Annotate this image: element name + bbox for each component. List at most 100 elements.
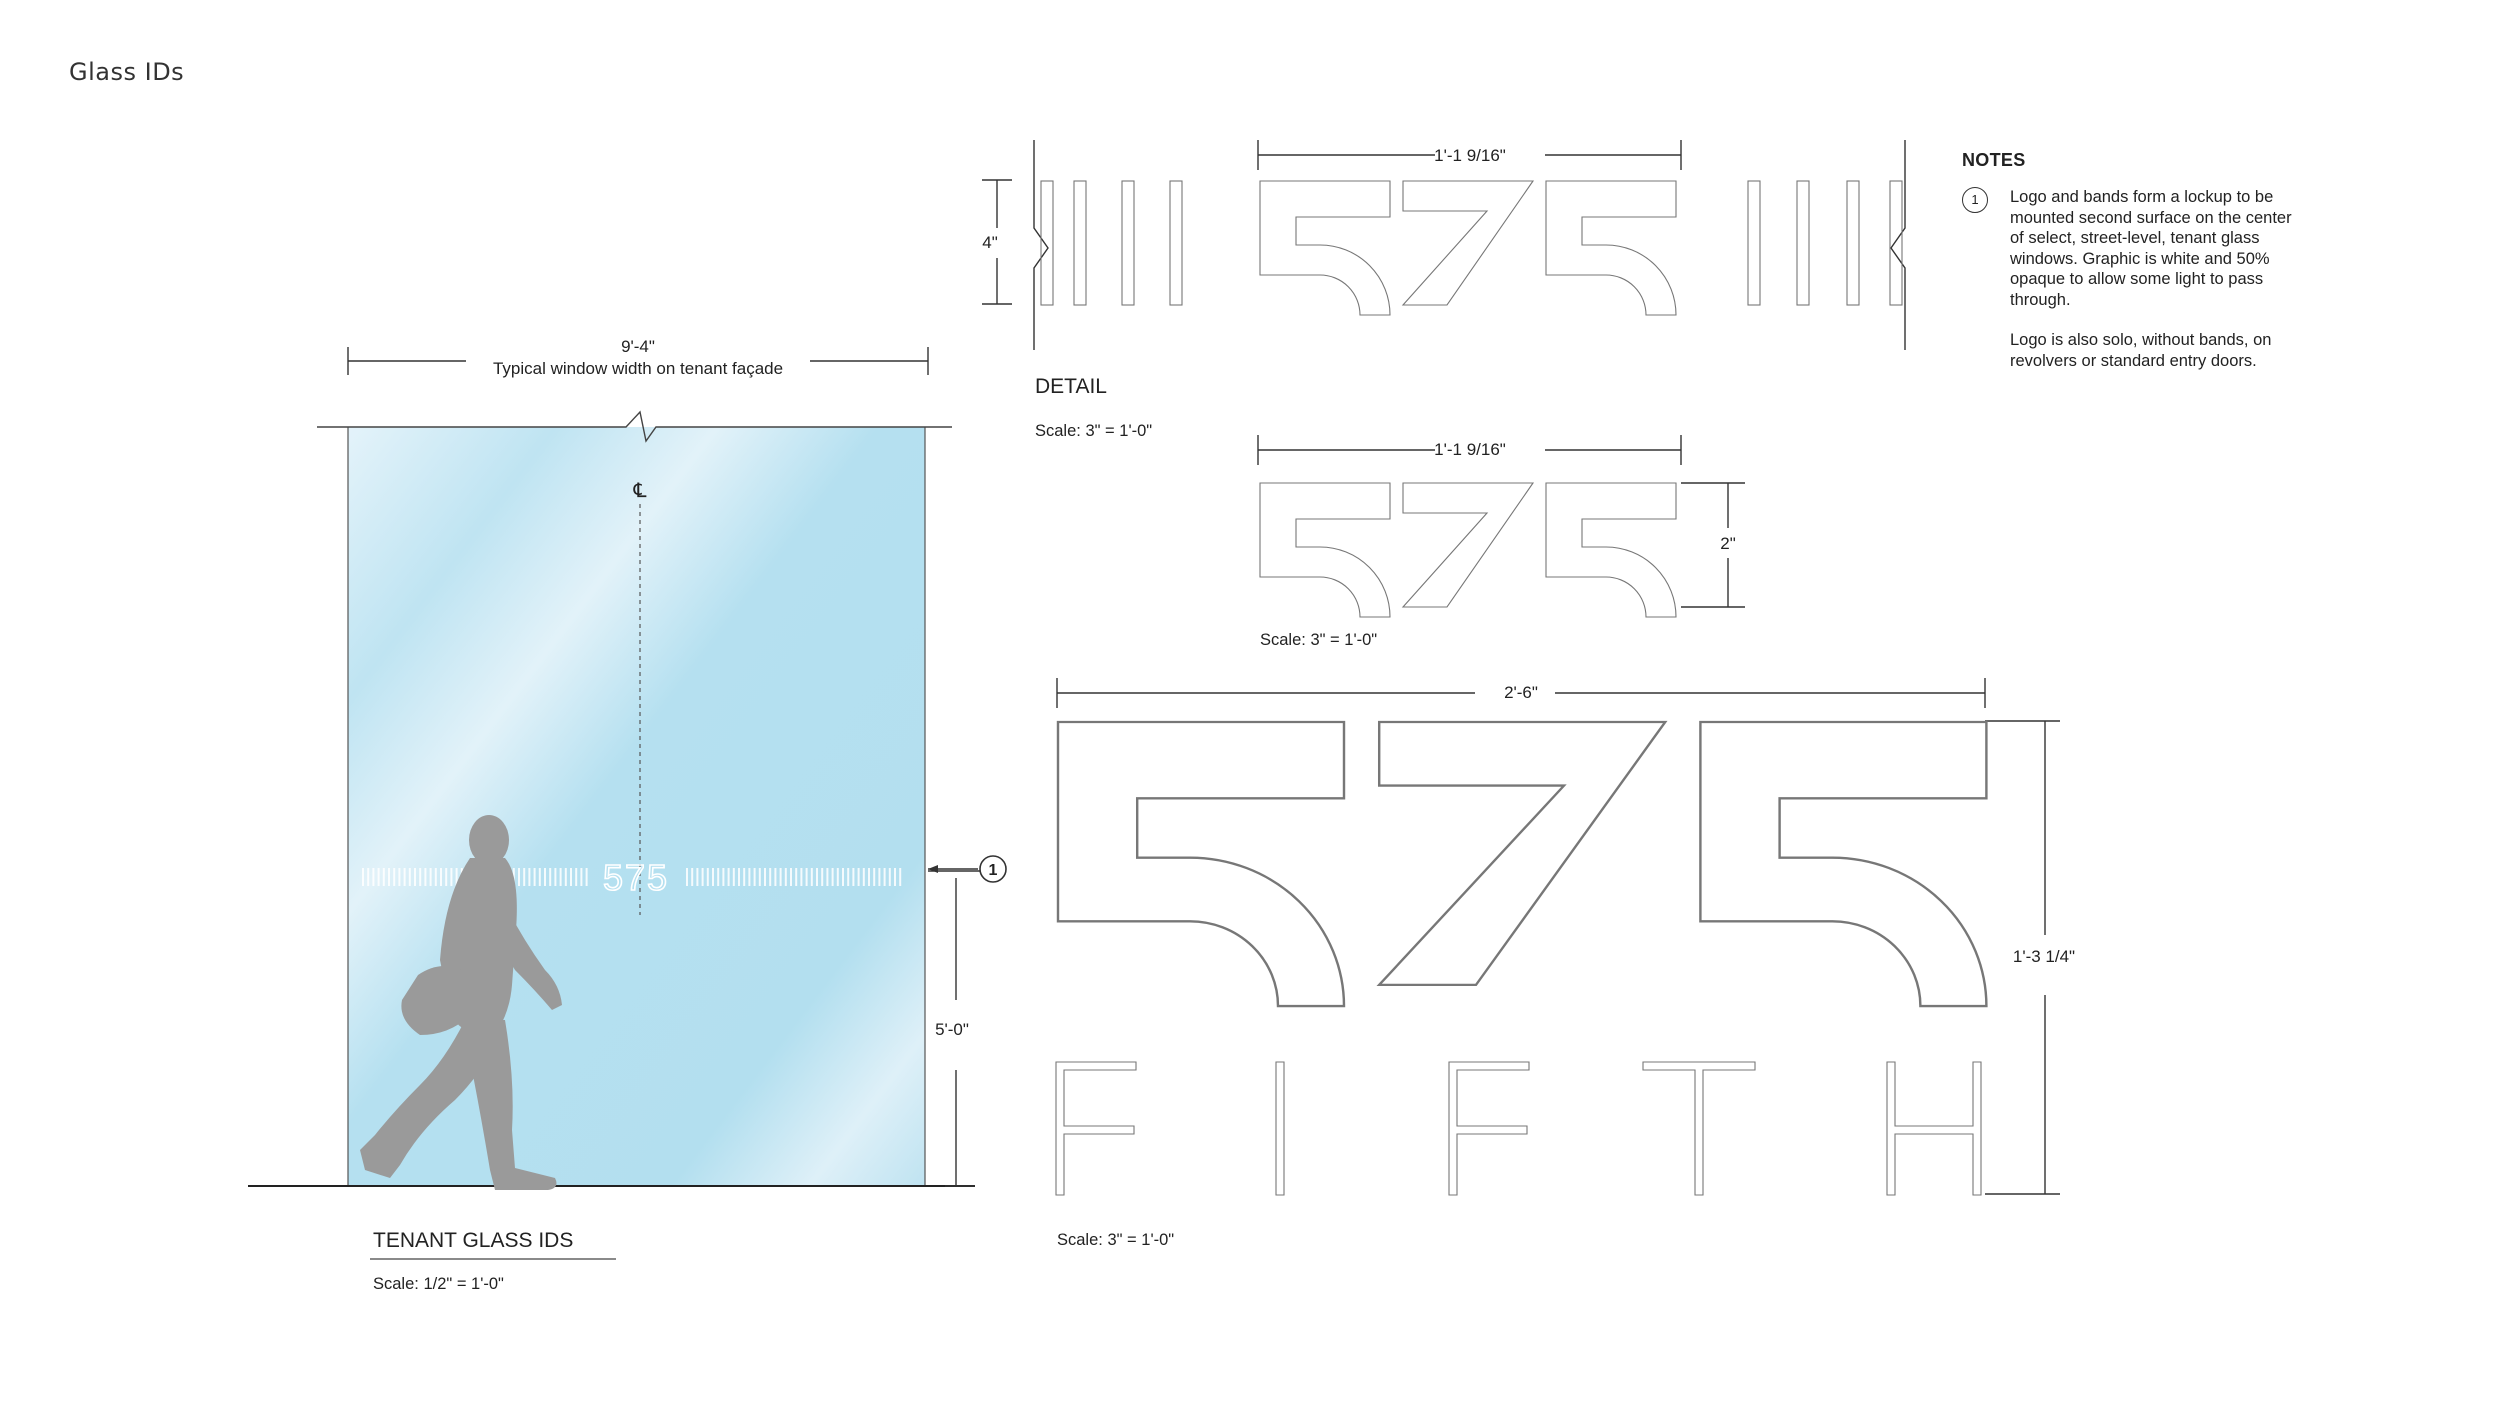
glass-band-stroke xyxy=(748,868,751,886)
glass-band-stroke xyxy=(538,868,541,886)
glass-band-stroke xyxy=(727,868,730,886)
elevation-title: TENANT GLASS IDS xyxy=(373,1229,573,1252)
glass-band-stroke xyxy=(377,868,380,886)
glass-band-stroke xyxy=(523,868,526,886)
tenant-glass-elevation: 9'-4" Typical window width on tenant faç… xyxy=(248,337,1007,1293)
glass-band-stroke xyxy=(805,868,808,886)
note-paragraph-2: Logo is also solo, without bands, on rev… xyxy=(2010,331,2272,370)
glass-band-stroke xyxy=(393,868,396,886)
glass-band-stroke xyxy=(888,868,891,886)
glass-band-stroke xyxy=(712,868,714,886)
logo-large: 2'-6" 1'-3 1/4" 575 F xyxy=(1055,678,2075,1249)
detail-band xyxy=(1889,180,1903,306)
small-scale: Scale: 3" = 1'-0" xyxy=(1260,631,1377,649)
large-logo-text: 575 xyxy=(1500,849,1502,851)
detail-logo-text: 575 xyxy=(1430,249,1432,251)
glass-band-stroke xyxy=(816,868,818,886)
letter-h: H xyxy=(1934,1139,1935,1141)
letter-i: I xyxy=(1280,1139,1281,1141)
glass-band-stroke xyxy=(362,868,364,886)
detail-scale: Scale: 3" = 1'-0" xyxy=(1035,422,1152,440)
large-height-label: 1'-3 1/4" xyxy=(2013,947,2075,966)
glass-band-stroke xyxy=(570,868,572,886)
small-logo-text: 575 xyxy=(1430,549,1432,551)
fifth-letters: F I F T H xyxy=(1096,1139,1935,1141)
glass-band-stroke xyxy=(424,868,427,886)
glass-band-stroke xyxy=(434,868,437,886)
glass-band-stroke xyxy=(743,868,746,886)
detail-band xyxy=(1073,180,1087,306)
detail-band xyxy=(1846,180,1860,306)
glass-band-stroke xyxy=(367,868,370,886)
glass-band-stroke xyxy=(826,868,829,886)
notes-title: NOTES xyxy=(1962,150,2026,170)
detail-width-label: 1'-1 9/16" xyxy=(1434,146,1506,165)
glass-band-stroke xyxy=(883,868,886,886)
person-silhouette xyxy=(360,815,562,1190)
detail-band xyxy=(1169,180,1183,306)
glass-band-stroke xyxy=(873,868,876,886)
detail-band xyxy=(1040,180,1054,306)
small-height-label: 2" xyxy=(1720,534,1736,553)
glass-band-stroke xyxy=(894,868,896,886)
glass-band-stroke xyxy=(528,868,531,886)
glass-band-stroke xyxy=(821,868,824,886)
glass-band-stroke xyxy=(753,868,756,886)
glass-band-stroke xyxy=(764,868,766,886)
glass-band-stroke xyxy=(403,868,406,886)
glass-band-stroke xyxy=(831,868,834,886)
glass-band-stroke xyxy=(518,868,520,886)
fifth-wordmark xyxy=(1055,1061,1982,1196)
glass-band-stroke xyxy=(732,868,735,886)
glass-band-stroke xyxy=(559,868,562,886)
small-width-label: 1'-1 9/16" xyxy=(1434,440,1506,459)
glass-band-stroke xyxy=(575,868,578,886)
glass-band-stroke xyxy=(419,868,422,886)
large-scale: Scale: 3" = 1'-0" xyxy=(1057,1231,1174,1249)
letter-t: T xyxy=(1699,1139,1700,1141)
large-width-label: 2'-6" xyxy=(1504,683,1538,702)
glass-band-stroke xyxy=(862,868,865,886)
glass-band-stroke xyxy=(382,868,385,886)
glass-band-stroke xyxy=(701,868,704,886)
glass-band-stroke xyxy=(800,868,803,886)
glass-band-stroke xyxy=(774,868,777,886)
glass-band-stroke xyxy=(445,868,448,886)
note-item: 1 Logo and bands form a lockup to be mou… xyxy=(1962,187,2292,371)
glass-band-stroke xyxy=(398,868,401,886)
glass-band-stroke xyxy=(878,868,881,886)
glass-band-stroke xyxy=(455,868,458,886)
glass-band-stroke xyxy=(372,868,375,886)
glass-band-stroke xyxy=(868,868,870,886)
notes-panel: NOTES 1 Logo and bands form a lockup to … xyxy=(1962,150,2292,391)
note-paragraph-1: Logo and bands form a lockup to be mount… xyxy=(2010,188,2292,309)
top-break-line xyxy=(317,410,952,443)
glass-band-stroke xyxy=(810,868,813,886)
detail-band xyxy=(1747,180,1761,306)
glass-band-stroke xyxy=(847,868,850,886)
glass-band-stroke xyxy=(842,868,844,886)
callout-number: 1 xyxy=(989,862,998,879)
elevation-width-note: Typical window width on tenant façade xyxy=(493,359,783,378)
glass-band-stroke xyxy=(408,868,411,886)
elevation-scale: Scale: 1/2" = 1'-0" xyxy=(373,1275,504,1293)
glass-band-stroke xyxy=(564,868,567,886)
glass-band-stroke xyxy=(580,868,583,886)
page-title: Glass IDs xyxy=(69,58,185,86)
glass-band-stroke xyxy=(706,868,709,886)
letter-f-2: F xyxy=(1489,1139,1490,1141)
glass-band-stroke xyxy=(779,868,782,886)
detail-band xyxy=(1121,180,1135,306)
logo-small: 1'-1 9/16" 2" 575 Scale: 3" = 1'-0" xyxy=(1257,435,1745,649)
glass-band-stroke xyxy=(691,868,694,886)
glass-band-stroke xyxy=(414,868,416,886)
glass-logo: 575 xyxy=(603,857,669,898)
glass-band-stroke xyxy=(533,868,536,886)
centerline-symbol: ℄ xyxy=(633,480,647,502)
glass-band-stroke xyxy=(852,868,855,886)
glass-band-stroke xyxy=(544,868,546,886)
glass-band-stroke xyxy=(450,868,453,886)
glass-band-stroke xyxy=(440,868,442,886)
